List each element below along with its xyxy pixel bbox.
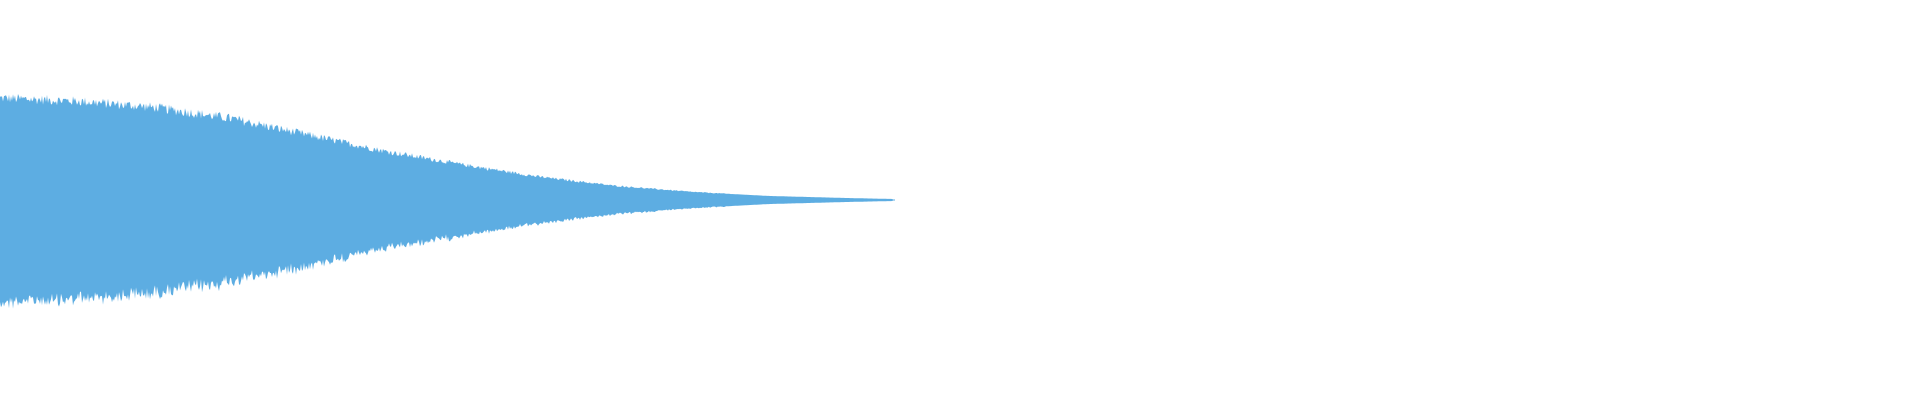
waveform-shape <box>0 94 893 309</box>
waveform-channel <box>0 94 895 309</box>
